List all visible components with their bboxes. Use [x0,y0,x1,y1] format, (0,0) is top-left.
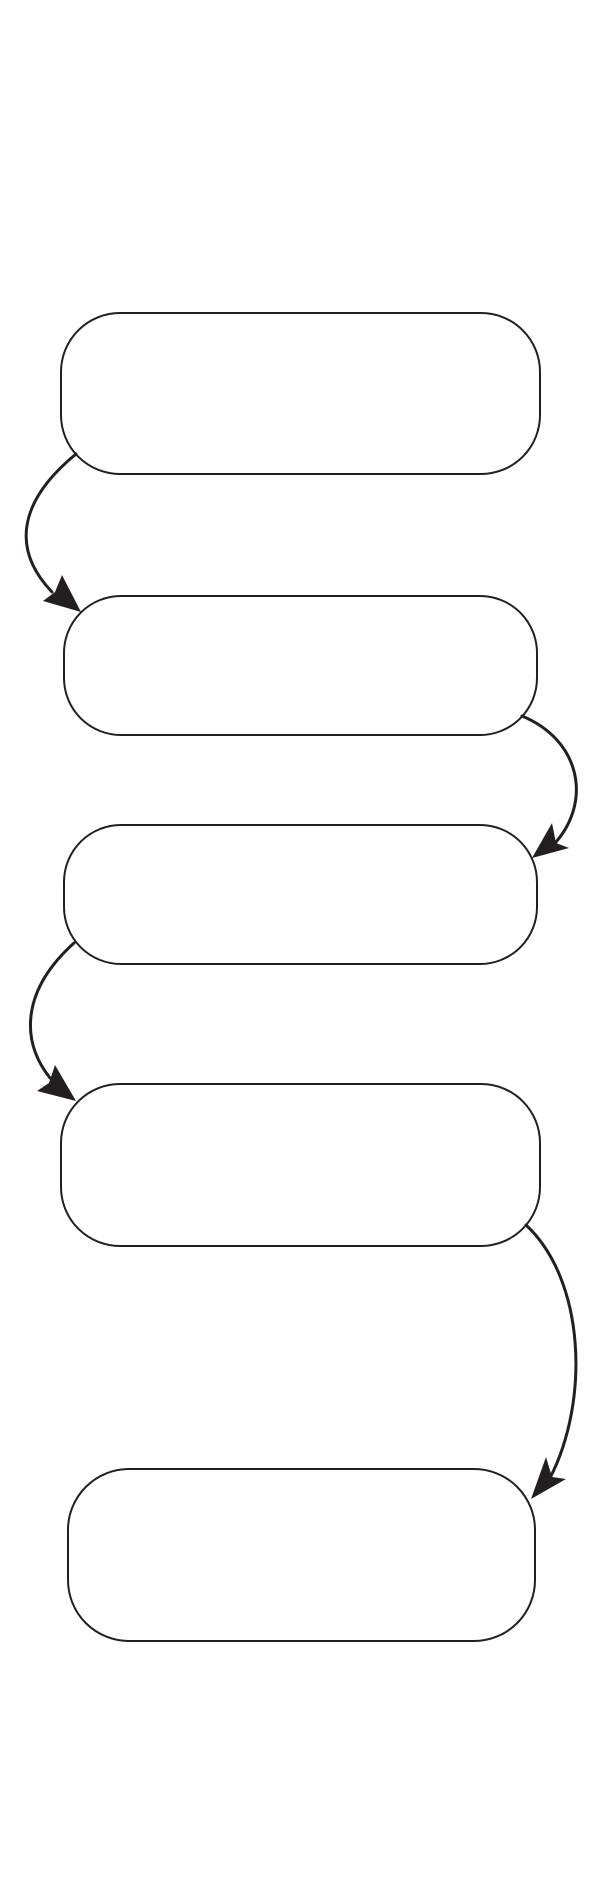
connector-3-to-4 [29,941,76,1101]
connector-1-to-2 [24,452,81,612]
arrowhead-2 [532,823,569,858]
flow-box-5 [67,1468,536,1642]
connector-4-to-5 [524,1223,578,1499]
flowchart-connectors [24,452,578,1499]
arrowhead-4 [531,1457,566,1499]
flow-box-2 [63,595,538,736]
arrowhead-3 [37,1065,76,1101]
flowchart-nodes [60,312,541,1642]
arrowhead-1 [43,575,81,612]
connector-2-to-3 [520,714,578,858]
flow-box-3 [63,824,538,965]
flow-box-1 [60,312,541,475]
flow-box-4 [60,1083,541,1247]
